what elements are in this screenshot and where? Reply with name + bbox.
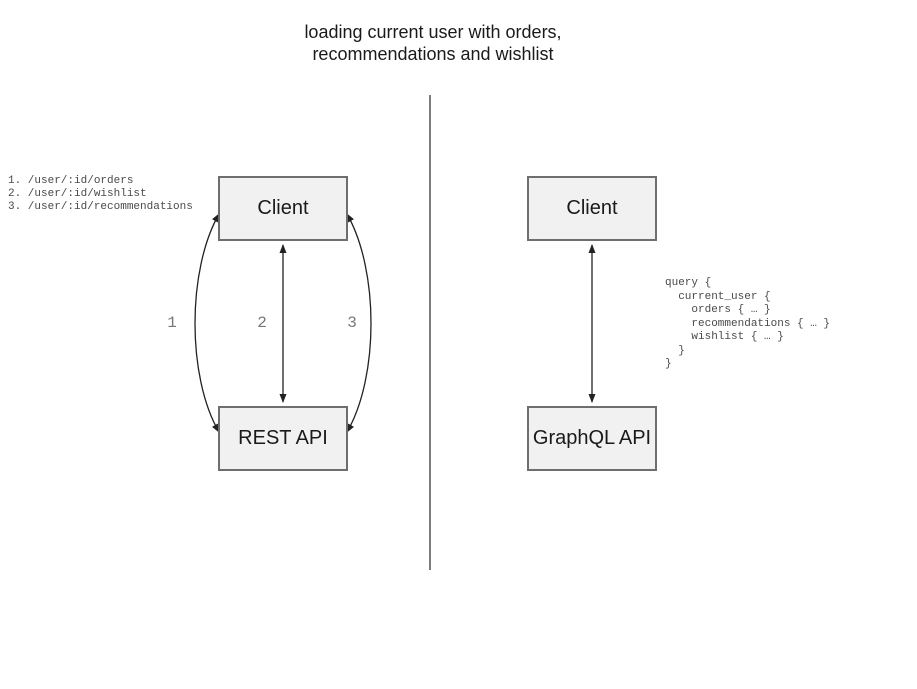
rest-arrow-1-curve: [194, 213, 220, 433]
title-line-1: loading current user with orders,: [304, 22, 562, 42]
arrow-label-2: 2: [257, 314, 267, 332]
rest-api-node-label: REST API: [238, 427, 328, 449]
arrow-label-3: 3: [347, 314, 357, 332]
page-title: loading current user with orders, recomm…: [0, 21, 866, 65]
graphql-api-node: GraphQL API: [527, 406, 657, 471]
rest-api-node: REST API: [218, 406, 348, 471]
divider-line: [429, 95, 431, 570]
arrow-label-1: 1: [167, 314, 177, 332]
title-line-2: recommendations and wishlist: [312, 44, 554, 64]
client-node-rest-label: Client: [257, 197, 309, 219]
endpoint-list: 1. /user/:id/orders 2. /user/:id/wishlis…: [8, 175, 193, 213]
client-node-rest: Client: [218, 176, 348, 241]
graphql-api-node-label: GraphQL API: [532, 427, 652, 449]
client-node-graphql: Client: [527, 176, 657, 241]
query-snippet: query { current_user { orders { … } reco…: [665, 277, 831, 370]
client-node-graphql-label: Client: [566, 197, 618, 219]
